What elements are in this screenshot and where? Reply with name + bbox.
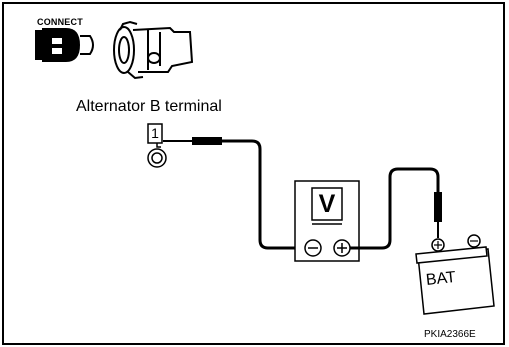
pin-number: 1: [151, 125, 159, 141]
battery-label: BAT: [425, 268, 457, 290]
voltmeter-label: V: [318, 190, 336, 218]
positive-probe: [434, 192, 442, 238]
positive-lead: [350, 167, 440, 250]
alternator-icon: [113, 20, 194, 80]
battery: [415, 233, 495, 315]
alternator-b-terminal: [147, 123, 167, 168]
negative-probe: [163, 137, 240, 145]
figure-code: PKIA2366E: [424, 329, 476, 340]
negative-lead: [240, 139, 313, 250]
terminal-caption: Alternator B terminal: [76, 98, 222, 115]
connector-plug-icon: [35, 28, 94, 62]
connect-label: CONNECT: [37, 17, 83, 27]
voltmeter: [294, 180, 360, 262]
